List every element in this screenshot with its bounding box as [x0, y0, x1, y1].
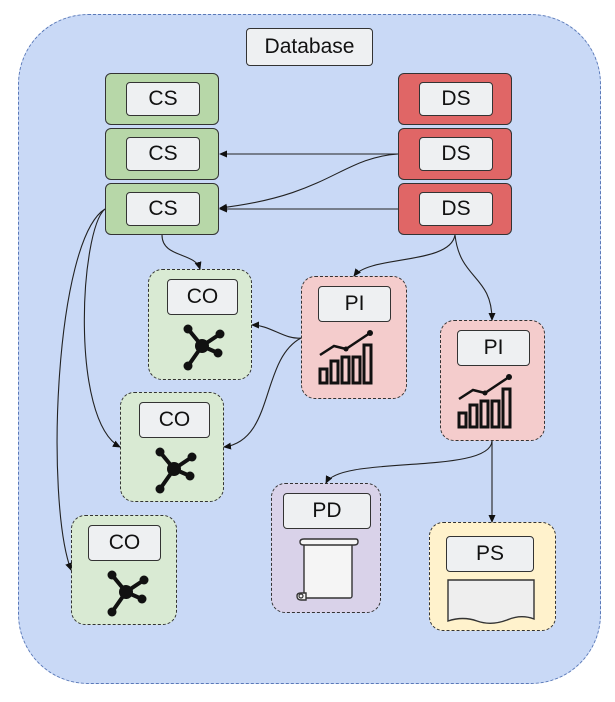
- cs-node-3: CS: [105, 183, 219, 235]
- co-label-3: CO: [88, 525, 161, 561]
- molecule-icon: [183, 324, 225, 371]
- pi-label-1: PI: [318, 286, 391, 322]
- co-label-1: CO: [167, 279, 238, 315]
- molecule-icon: [107, 570, 149, 617]
- ds-node-2: DS: [398, 128, 512, 180]
- scroll-icon: [296, 538, 359, 601]
- co-node-3: CO: [71, 515, 177, 625]
- cs-node-2: CS: [105, 128, 219, 180]
- co-label-2: CO: [139, 402, 210, 438]
- co-node-1: CO: [148, 269, 252, 380]
- ps-node: PS: [429, 522, 556, 631]
- bar-chart-trend-icon: [457, 374, 512, 429]
- cs-label-2: CS: [126, 137, 200, 171]
- pi-label-2: PI: [457, 330, 530, 366]
- pi-node-2: PI: [440, 320, 545, 441]
- ds-label-1: DS: [419, 82, 493, 116]
- ps-label: PS: [446, 536, 534, 572]
- document-icon: [447, 579, 535, 624]
- ds-label-2: DS: [419, 137, 493, 171]
- pi-node-1: PI: [301, 276, 407, 399]
- bar-chart-trend-icon: [318, 330, 373, 385]
- cs-label-3: CS: [126, 192, 200, 226]
- co-node-2: CO: [120, 392, 224, 502]
- cs-label-1: CS: [126, 82, 200, 116]
- ds-node-1: DS: [398, 73, 512, 125]
- pd-label: PD: [283, 493, 371, 529]
- pd-node: PD: [271, 483, 381, 613]
- ds-node-3: DS: [398, 183, 512, 235]
- database-title: Database: [246, 28, 373, 66]
- cs-node-1: CS: [105, 73, 219, 125]
- molecule-icon: [155, 447, 197, 494]
- ds-label-3: DS: [419, 192, 493, 226]
